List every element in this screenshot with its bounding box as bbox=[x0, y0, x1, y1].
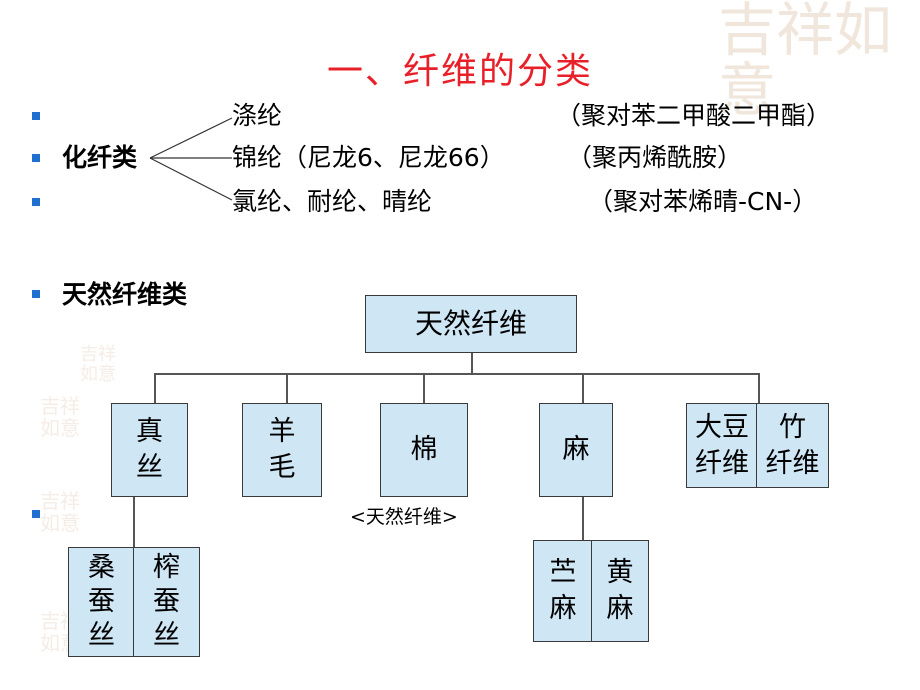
connector-line bbox=[423, 373, 425, 403]
tree-node-cotton: 棉 bbox=[380, 403, 468, 497]
node-label: 桑 bbox=[88, 552, 115, 583]
tree-node-wool: 羊 毛 bbox=[242, 403, 322, 497]
tree-root-natural-fiber: 天然纤维 bbox=[365, 295, 577, 353]
tree-node-ramie: 苎 麻 bbox=[533, 540, 593, 642]
tree-node-silk: 真 丝 bbox=[111, 403, 188, 497]
connector-line bbox=[133, 496, 135, 548]
tree-node-soy-fiber: 大豆 纤维 bbox=[686, 403, 758, 488]
node-label: 苎 bbox=[549, 557, 577, 588]
bullet-marker bbox=[32, 198, 40, 206]
connector-line bbox=[471, 352, 473, 374]
tree-node-jute: 黄 麻 bbox=[591, 540, 649, 642]
connector-line bbox=[154, 373, 156, 403]
node-label: 蚕 bbox=[153, 586, 180, 617]
node-label: 纤维 bbox=[695, 447, 749, 479]
node-label: 丝 bbox=[136, 452, 163, 483]
node-label: 丝 bbox=[88, 620, 115, 651]
bullet-marker bbox=[32, 290, 40, 298]
watermark-text-small: 吉祥如意 bbox=[40, 394, 80, 440]
node-label: 丝 bbox=[153, 620, 180, 651]
cotton-caption: <天然纤维> bbox=[350, 506, 458, 528]
synthetic-row-formula: （聚对苯二甲酸二甲酯） bbox=[556, 101, 832, 130]
synthetic-row-name: 氯纶、耐纶、晴纶 bbox=[232, 187, 433, 216]
connector-line bbox=[582, 373, 584, 403]
connector-line bbox=[286, 373, 288, 403]
tree-node-bamboo-fiber: 竹 纤维 bbox=[756, 403, 829, 488]
tree-node-mulberry-silk: 桑 蚕 丝 bbox=[68, 547, 135, 657]
synthetic-row-name: 锦纶（尼龙6、尼龙66） bbox=[232, 143, 505, 172]
node-label: 麻 bbox=[562, 434, 590, 465]
decorative-watermark-small-2: 吉祥如意 bbox=[40, 490, 90, 534]
node-label: 蚕 bbox=[88, 586, 115, 617]
node-label: 纤维 bbox=[765, 447, 820, 479]
synthetic-row-formula: （聚对苯烯晴-CN-） bbox=[588, 187, 818, 216]
slide-title: 一、纤维的分类 bbox=[326, 51, 593, 92]
node-label: 真 bbox=[136, 416, 163, 447]
bullet-marker bbox=[32, 112, 40, 120]
node-label: 麻 bbox=[606, 593, 634, 624]
node-label: 竹 bbox=[779, 411, 806, 443]
watermark-text-small: 吉祥如意 bbox=[40, 489, 80, 535]
synthetic-fiber-label: 化纤类 bbox=[62, 143, 138, 172]
node-label: 榨 bbox=[153, 552, 180, 583]
connector-line bbox=[154, 373, 759, 375]
connector-line bbox=[758, 373, 760, 403]
synthetic-row-formula: （聚丙烯酰胺） bbox=[567, 143, 743, 172]
node-label: 毛 bbox=[268, 452, 296, 483]
watermark-text-small: 吉祥如意 bbox=[80, 344, 116, 385]
bullet-marker bbox=[32, 510, 40, 518]
decorative-watermark-small-1: 吉祥如意 bbox=[40, 395, 90, 439]
tree-node-hemp: 麻 bbox=[539, 403, 613, 497]
node-label: 羊 bbox=[268, 416, 296, 447]
decorative-watermark-small-4: 吉祥如意 bbox=[80, 345, 130, 385]
decorative-watermark: 吉祥如意 bbox=[718, 0, 918, 120]
tree-node-tussah-silk: 榨 蚕 丝 bbox=[133, 547, 200, 657]
bullet-marker bbox=[32, 154, 40, 162]
node-label: 黄 bbox=[606, 557, 634, 588]
node-label: 麻 bbox=[549, 593, 577, 624]
watermark-text: 吉祥如意 bbox=[718, 0, 893, 124]
connector-line bbox=[582, 496, 584, 541]
synthetic-row-name: 涤纶 bbox=[232, 101, 283, 130]
node-label: 大豆 bbox=[695, 411, 749, 443]
natural-fiber-label: 天然纤维类 bbox=[62, 280, 188, 309]
node-label: 棉 bbox=[410, 434, 438, 465]
node-label: 天然纤维 bbox=[414, 307, 527, 340]
